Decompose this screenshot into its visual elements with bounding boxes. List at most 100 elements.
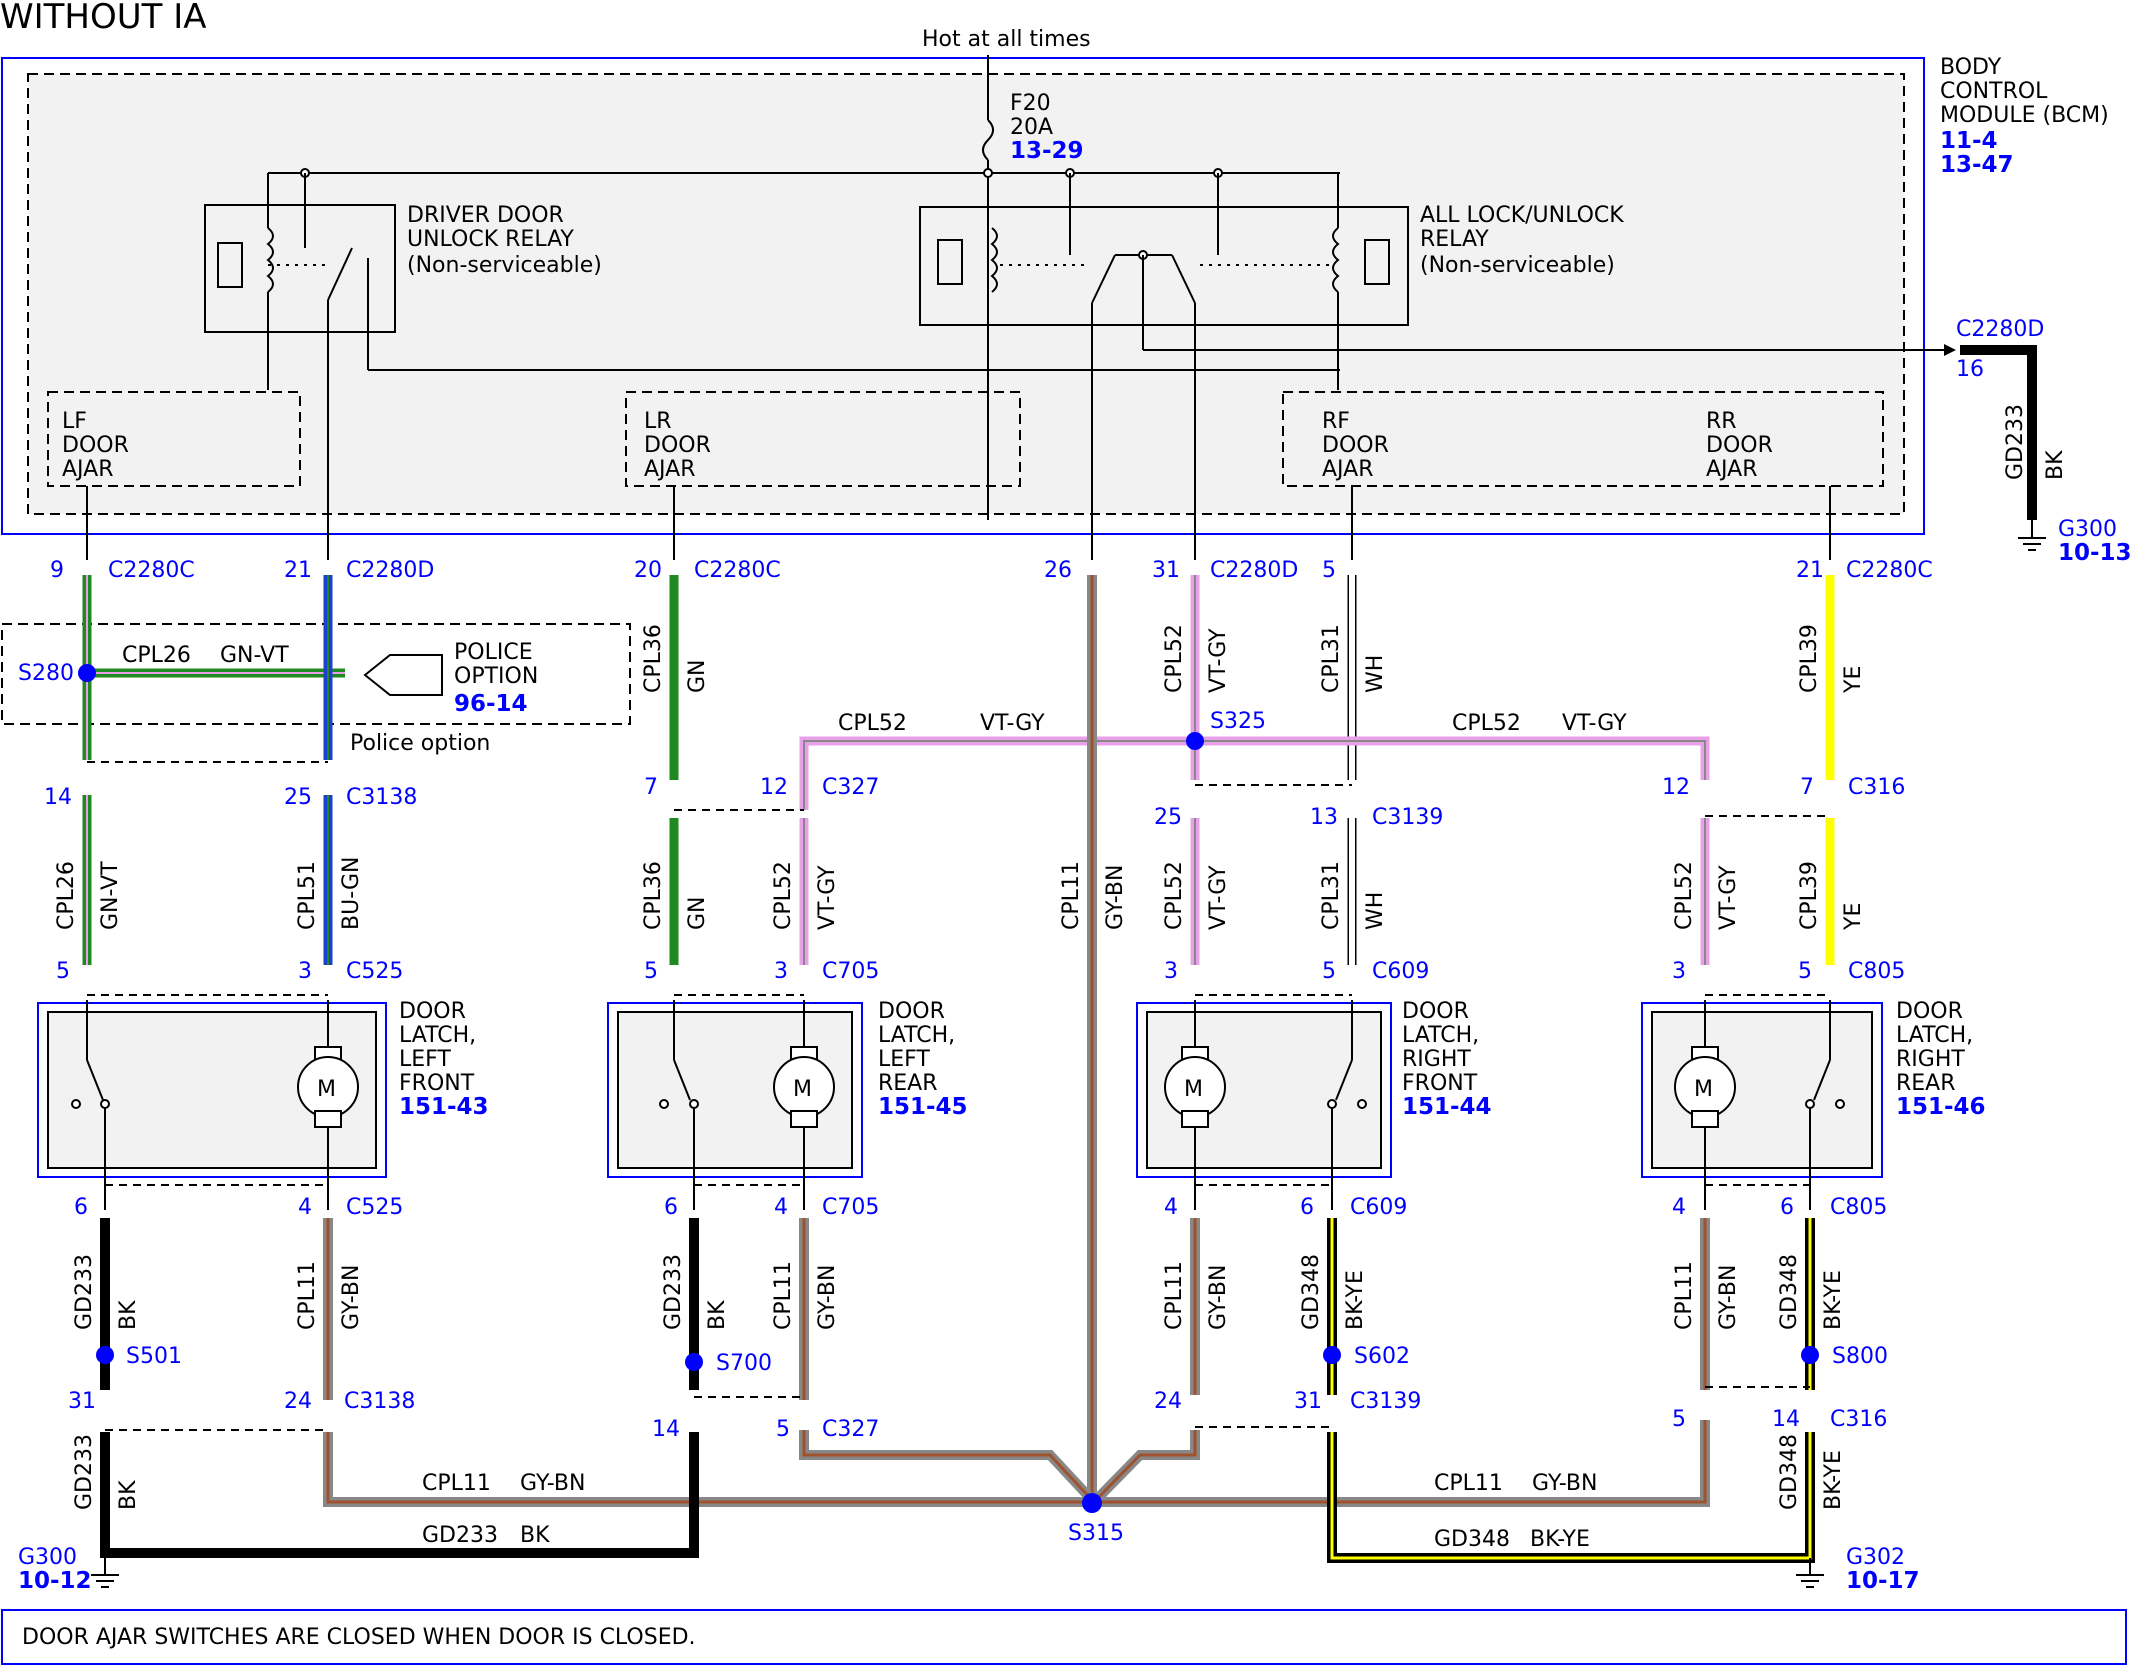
conn-c2280d-b: C2280D <box>1210 558 1298 583</box>
lf-ajar-line-2: DOOR <box>62 433 129 458</box>
g302-ref: 10-17 <box>1846 1568 1920 1594</box>
splice-s501-icon <box>96 1346 114 1364</box>
gd233-bottom-left-color: BK <box>116 1480 141 1510</box>
lr-door-ajar-box <box>625 391 1021 487</box>
rr-ajar-switch-icon <box>1813 1059 1831 1101</box>
latch-rr-line-1: DOOR <box>1896 999 1963 1024</box>
g300-top-name: G300 <box>2058 517 2117 542</box>
latch-rf-line-1: DOOR <box>1402 999 1469 1024</box>
bcm-ref-2: 13-47 <box>1940 152 2014 178</box>
latch-lf-line-3: LEFT <box>399 1047 451 1072</box>
police-option-note: Police option <box>350 731 490 756</box>
conn-row1-pin-25: 25 <box>284 785 312 810</box>
pin-9: 9 <box>50 558 64 583</box>
fuse-icon <box>982 119 994 161</box>
lf-motor-label: M <box>317 1077 336 1102</box>
latch-rf-line-2: LATCH, <box>1402 1023 1479 1048</box>
g302-name: G302 <box>1846 1545 1905 1570</box>
diagram-title: WITHOUT IA <box>0 0 207 37</box>
cpl26-horiz-color: GN-VT <box>220 643 289 668</box>
rf-motor-label: M <box>1184 1077 1203 1102</box>
rr-ajar-line-2: DOOR <box>1706 433 1773 458</box>
cpl11-b-color: GY-BN <box>815 1265 840 1330</box>
lr-ajar-line-2: DOOR <box>644 433 711 458</box>
pin-20: 20 <box>634 558 662 583</box>
wire-cpl52-bus <box>799 736 1710 810</box>
conn-c2280c-a: C2280C <box>108 558 195 583</box>
all-lock-relay-coil-right-icon <box>1332 227 1340 293</box>
splice-s280-icon <box>78 664 96 682</box>
latch-rf-ref: 151-44 <box>1402 1094 1492 1120</box>
gd233-bottom-circuit: GD233 <box>422 1523 498 1548</box>
all-lock-relay-label-3: (Non-serviceable) <box>1420 253 1615 278</box>
conn-row4-pin-24b: 24 <box>1154 1389 1182 1414</box>
cpl31-a-color: WH <box>1363 655 1388 693</box>
cpl39-b-color: YE <box>1841 903 1866 931</box>
driver-relay-label-3: (Non-serviceable) <box>407 253 602 278</box>
cpl39-a-color: YE <box>1841 666 1866 694</box>
driver-relay-switch <box>327 247 353 301</box>
conn-row4-pin-24a: 24 <box>284 1389 312 1414</box>
conn-c2280d-c: C2280D <box>1956 317 2044 342</box>
police-option-line-2: OPTION <box>454 664 538 689</box>
cpl31-b-color: WH <box>1363 892 1388 930</box>
conn-row1-c327: C327 <box>822 775 879 800</box>
fuse-name: F20 <box>1010 91 1051 116</box>
conn-c2280c-b: C2280C <box>694 558 781 583</box>
all-lock-relay-switch-left <box>1091 254 1116 304</box>
g300-bottom-ref: 10-12 <box>18 1568 92 1594</box>
footer-note: DOOR AJAR SWITCHES ARE CLOSED WHEN DOOR … <box>22 1625 696 1650</box>
cpl31-a-circuit: CPL31 <box>1319 624 1344 693</box>
conn-row1-c316: C316 <box>1848 775 1905 800</box>
latch-rf-line-4: FRONT <box>1402 1071 1478 1096</box>
conn-row4-pin-14a: 14 <box>652 1417 680 1442</box>
driver-relay-coil-icon <box>266 227 274 293</box>
cpl26-horiz-circuit: CPL26 <box>122 643 191 668</box>
cpl52-b-color: VT-GY <box>815 865 840 930</box>
cpl11-bottom-left-circuit: CPL11 <box>422 1471 491 1496</box>
latch-rr-ref: 151-46 <box>1896 1094 1986 1120</box>
cpl52-bus-right-color: VT-GY <box>1562 711 1627 736</box>
rf-ajar-line-2: DOOR <box>1322 433 1389 458</box>
bcm-label-line-1: BODY <box>1940 55 2002 80</box>
conn-row4-pin-14b: 14 <box>1772 1407 1800 1432</box>
splice-s800-label: S800 <box>1832 1344 1888 1369</box>
latch-lf-line-2: LATCH, <box>399 1023 476 1048</box>
latch-lr-ref: 151-45 <box>878 1094 968 1120</box>
police-option-ref: 96-14 <box>454 691 528 717</box>
all-lock-relay-diode-right-icon <box>1364 239 1390 285</box>
conn-row4-pin-5b: 5 <box>1672 1407 1686 1432</box>
gd233-b-color: BK <box>705 1300 730 1330</box>
splice-s700-label: S700 <box>716 1351 772 1376</box>
conn-row2-pin-5c: 5 <box>1322 959 1336 984</box>
splice-s800-icon <box>1801 1346 1819 1364</box>
gd348-b-color: BK-YE <box>1821 1270 1846 1330</box>
conn-c2280d-a: C2280D <box>346 558 434 583</box>
conn-row3-pin-6c: 6 <box>1300 1195 1314 1220</box>
conn-row2-c525: C525 <box>346 959 403 984</box>
cpl39-b-circuit: CPL39 <box>1797 861 1822 930</box>
wire-cpl11-bottom-right <box>1096 1420 1710 1507</box>
cpl36-b-color: GN <box>685 896 710 930</box>
conn-row4-c3138: C3138 <box>344 1389 415 1414</box>
conn-row2-pin-3c: 3 <box>1164 959 1178 984</box>
rf-ajar-switch-icon <box>1335 1059 1353 1101</box>
cpl52-c-circuit: CPL52 <box>1162 861 1187 930</box>
conn-row3-c609: C609 <box>1350 1195 1407 1220</box>
conn-row4-pin-5a: 5 <box>776 1417 790 1442</box>
cpl52-b-circuit: CPL52 <box>771 861 796 930</box>
cpl11-d-color: GY-BN <box>1716 1265 1741 1330</box>
fuse-ref: 13-29 <box>1010 138 1084 164</box>
conn-row2-c705: C705 <box>822 959 879 984</box>
lr-ajar-line-3: AJAR <box>644 457 696 482</box>
rf-ajar-line-3: AJAR <box>1322 457 1374 482</box>
lr-motor-label: M <box>793 1077 812 1102</box>
gd233-a-circuit: GD233 <box>72 1254 97 1330</box>
latch-lf-line-4: FRONT <box>399 1071 475 1096</box>
conn-row1-pin-7: 7 <box>644 775 658 800</box>
conn-row4-c316: C316 <box>1830 1407 1887 1432</box>
conn-row3-pin-4d: 4 <box>1672 1195 1686 1220</box>
driver-relay-label-2: UNLOCK RELAY <box>407 227 574 252</box>
lr-ajar-switch-icon <box>673 1059 691 1101</box>
